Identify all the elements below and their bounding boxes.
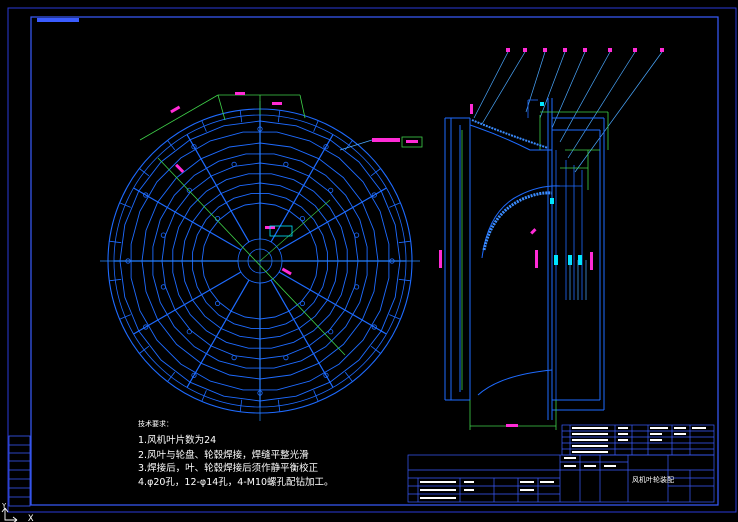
bolt-hole-1-5 [191, 372, 197, 378]
part-number-balloons [506, 48, 664, 52]
drawing-title: 风机叶轮装配 [632, 475, 674, 484]
bolt-hole-2-10 [283, 161, 289, 167]
annotation-label [372, 138, 400, 142]
blade-ring-4 [152, 153, 368, 369]
rim-tick-4 [344, 371, 353, 382]
rim-tick-9 [167, 371, 176, 382]
bolt-hole-2-5 [186, 329, 192, 335]
bolt-hole-2-7 [160, 232, 166, 238]
rim-tick-13 [109, 240, 122, 244]
sheet-frame [7, 7, 737, 513]
parts-list-cell-text [572, 427, 706, 453]
radial-rib-12 [278, 187, 387, 251]
ucs-x-label: X [28, 514, 34, 522]
rim-tick-1 [398, 278, 411, 282]
blade-ring-8 [192, 193, 328, 329]
bolt-hole-2-12 [353, 232, 360, 238]
rim-tick-17 [201, 120, 207, 132]
annotation-box-label [406, 140, 418, 143]
radial-rib-9 [186, 134, 250, 243]
bolt-hole-2-1 [353, 284, 360, 290]
rim-tick-20 [313, 120, 319, 132]
notes-heading: 技术要求： [138, 419, 173, 428]
sheet-label-box [37, 18, 79, 22]
rim-tick-6 [277, 399, 281, 412]
bolt-hole-1-12 [371, 192, 377, 198]
dimension-label-5 [281, 267, 292, 276]
rim-tick-22 [370, 168, 381, 177]
hub-annotation-box [269, 225, 293, 237]
radial-rib-11 [270, 134, 334, 243]
title-block-cell-text [420, 457, 616, 499]
impeller-front-view [100, 92, 423, 421]
dimension-label-1 [170, 105, 181, 114]
section-diagonal-line [157, 157, 346, 356]
radial-rib-5 [186, 279, 250, 388]
title-block [407, 454, 715, 503]
rim-tick-3 [370, 345, 381, 354]
note-item-1: 1.风机叶片数为24 [138, 434, 216, 446]
section-dim-text [439, 104, 593, 427]
technical-notes: 技术要求： 1.风机叶片数为24 2.风叶与轮盘、轮毂焊接，焊缝平整光滑 3.焊… [138, 419, 334, 488]
rim-tick-5 [313, 390, 319, 402]
rim-tick-8 [201, 390, 207, 402]
radial-rib-8 [133, 187, 242, 251]
rim-tick-12 [109, 278, 122, 282]
angle-dim-left-tick [217, 94, 226, 121]
bolt-hole-2-8 [186, 187, 192, 193]
bolt-hole-1-3 [323, 372, 329, 378]
bolt-hole-3-1 [299, 300, 305, 306]
bolt-hole-2-9 [231, 161, 237, 167]
radial-rib-6 [133, 271, 242, 335]
note-item-4: 4.φ20孔，12-φ14孔，4-M10螺孔配钻加工。 [138, 476, 334, 488]
bolt-hole-1-9 [191, 144, 197, 150]
blade-ring-6 [172, 173, 348, 349]
ucs-y-label: Y [2, 502, 7, 510]
bolt-hole-1-6 [143, 324, 149, 330]
annotation-leader [339, 139, 373, 151]
rim-tick-23 [389, 202, 401, 208]
blade-ring-2 [130, 131, 390, 391]
radial-rib-2 [278, 271, 387, 335]
left-margin-table [8, 435, 31, 507]
rim-tick-15 [139, 168, 150, 177]
angle-dim-right [299, 94, 306, 119]
bolt-hole-3-2 [215, 300, 221, 306]
rim-tick-14 [119, 202, 131, 208]
part-leaders [473, 51, 663, 173]
bolt-hole-2-6 [160, 284, 166, 290]
rim-tick-19 [277, 110, 281, 123]
bolt-hole-2-2 [328, 329, 334, 335]
bolt-hole-2-11 [328, 187, 334, 193]
note-item-3: 3.焊接后，叶、轮毂焊接后须作静平衡校正 [138, 462, 319, 474]
bolt-hole-1-11 [323, 144, 329, 150]
rim-tick-11 [119, 314, 131, 320]
dimension-label-2 [235, 92, 245, 95]
ucs-icon [1, 507, 18, 522]
rim-tick-2 [389, 314, 401, 320]
dimension-label-4 [175, 163, 185, 173]
rim-tick-16 [167, 140, 176, 151]
rim-tick-10 [139, 345, 150, 354]
bolt-hole-2-4 [231, 354, 237, 361]
angle-dim-left [139, 94, 219, 141]
rim-tick-7 [239, 399, 243, 412]
impeller-section-view [439, 48, 664, 430]
section-dim-lines [461, 111, 609, 430]
bolt-hole-1-2 [371, 324, 377, 330]
rim-tick-18 [239, 110, 243, 123]
bolt-hole-3-4 [299, 216, 305, 222]
bolt-hole-2-3 [283, 354, 289, 361]
rim-tick-24 [398, 240, 411, 244]
dimension-label-3 [272, 102, 282, 105]
bolt-hole-1-8 [143, 192, 149, 198]
radial-rib-3 [270, 279, 334, 388]
radius-dim-line [259, 199, 331, 262]
annotation-box [401, 136, 423, 148]
note-item-2: 2.风叶与轮盘、轮毂焊接，焊缝平整光滑 [138, 449, 309, 461]
